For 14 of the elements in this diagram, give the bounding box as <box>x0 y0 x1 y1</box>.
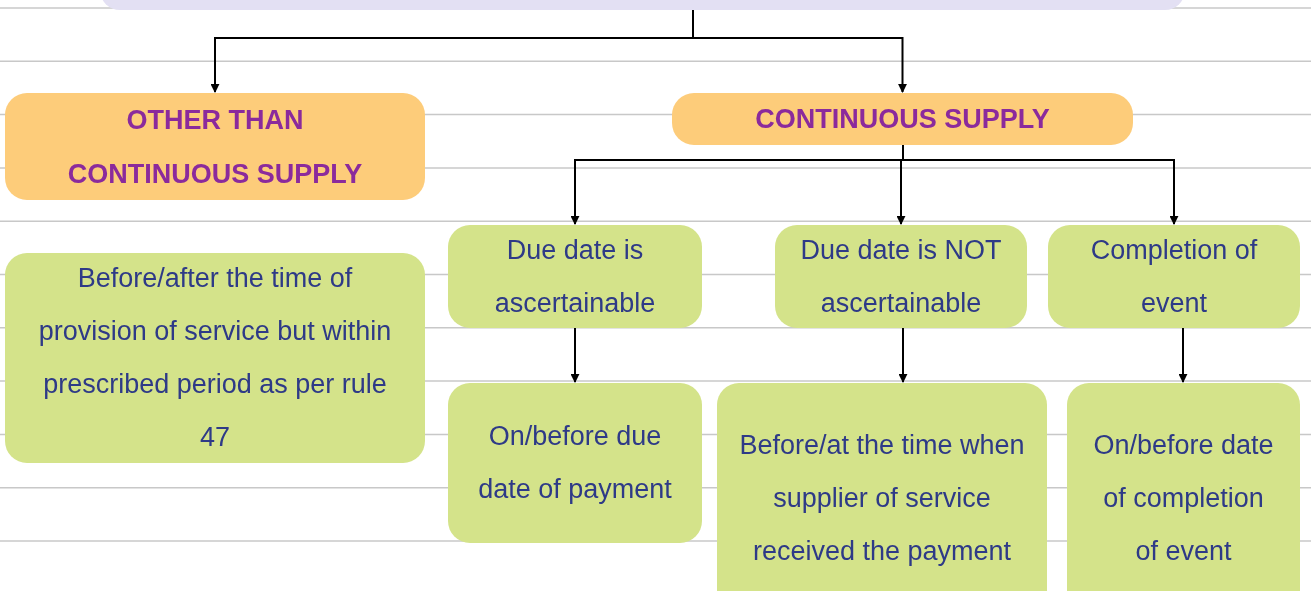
box-text: OTHER THAN CONTINUOUS SUPPLY <box>66 103 364 191</box>
arrow <box>692 9 907 93</box>
box-text: Before/after the time of provision of service but within prescribed period as per rule 47 <box>37 262 393 454</box>
arrow <box>898 327 908 383</box>
arrow <box>1178 327 1188 383</box>
box-text: Completion of event <box>1089 233 1259 320</box>
box-text: CONTINUOUS SUPPLY <box>754 103 1051 136</box>
box-text: On/before date of completion of event <box>1092 428 1275 568</box>
box-text: Before/at the time when supplier of service received the payment <box>738 428 1026 568</box>
box-text: Due date is ascertainable <box>493 233 657 320</box>
arrow <box>570 327 580 383</box>
arrow <box>902 144 1179 225</box>
box-text: Due date is NOT ascertainable <box>799 233 1003 320</box>
box-text: On/before due date of payment <box>477 420 673 506</box>
